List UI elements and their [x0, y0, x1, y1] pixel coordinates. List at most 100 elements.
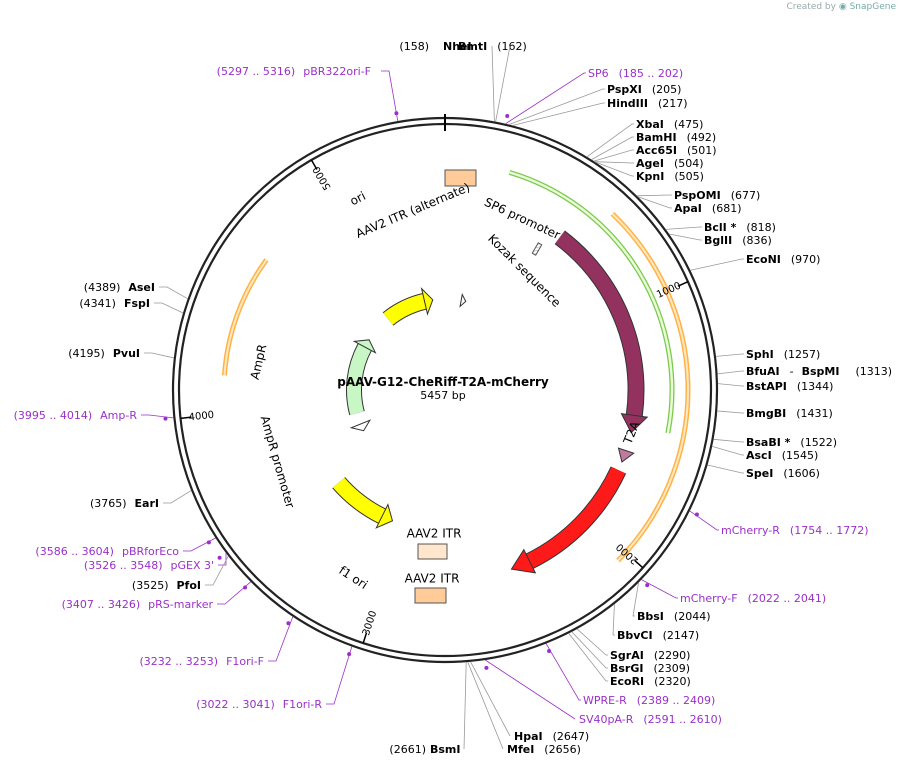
site-label-apai[interactable]: ApaI(681) — [637, 196, 742, 215]
site-label-fspi[interactable]: FspI(4341) — [79, 297, 184, 314]
site-label-prs-marker[interactable]: pRS-marker(3407 .. 3426) — [62, 581, 252, 611]
credit-prefix: Created by — [786, 2, 836, 12]
site-name: pGEX 3' — [170, 559, 214, 572]
site-name: AseI — [128, 281, 155, 294]
site-label-pfoi[interactable]: PfoI(3525) — [132, 555, 229, 592]
site-label-bfuai[interactable]: BfuAI-BspMI(1313) — [717, 365, 893, 378]
site-label-bamhi[interactable]: BamHI(492) — [591, 131, 717, 160]
site-pos: (2320) — [654, 675, 691, 688]
site-pos: (3995 .. 4014) — [14, 409, 93, 422]
primer-mark — [394, 111, 399, 116]
site-label-mcherry-f[interactable]: mCherry-F(2022 .. 2041) — [641, 579, 827, 605]
site-name: BglII — [704, 234, 732, 247]
site-label-acc65i[interactable]: Acc65I(501) — [593, 144, 717, 162]
site-label-pspxi[interactable]: PspXI(205) — [508, 83, 682, 125]
site-label-pbrforeco[interactable]: pBRforEco(3586 .. 3604) — [35, 537, 216, 558]
site-label-hpai[interactable]: HpaI(2647) — [470, 661, 590, 743]
leader-line — [576, 628, 608, 656]
site-label-bmti[interactable]: BmtI(162) — [458, 40, 527, 122]
site-label-pspomi[interactable]: PspOMI(677) — [636, 189, 760, 202]
primer-mark — [505, 113, 510, 118]
site-label-nhei[interactable]: (158)NheI — [399, 40, 495, 122]
site-label-f1ori-r[interactable]: F1ori-R(3022 .. 3041) — [196, 646, 353, 711]
leader-line — [470, 661, 511, 737]
site-label-sv40pa-r[interactable]: SV40pA-R(2591 .. 2610) — [484, 659, 722, 726]
site-label-asci[interactable]: AscI (1545) — [711, 446, 819, 462]
site-label-wpre-r[interactable]: WPRE-R(2389 .. 2409) — [545, 643, 715, 707]
leader-line — [154, 302, 184, 314]
f1ori-label: f1 ori — [336, 563, 370, 592]
site-label-asei[interactable]: AseI(4389) — [84, 281, 188, 300]
site-name: MfeI — [507, 743, 534, 756]
site-name: HindIII — [607, 97, 648, 110]
leader-line — [381, 70, 399, 122]
site-label-amp-r[interactable]: Amp-R (3995 .. 4014) — [14, 409, 174, 422]
cheriff-head — [620, 413, 649, 434]
site-pos: (3526 .. 3548) — [84, 559, 163, 572]
site-label-ecori[interactable]: EcoRI(2320) — [568, 633, 691, 688]
site-pos: (1257) — [784, 348, 821, 361]
ampr-label: AmpR — [248, 343, 270, 381]
site-name: EcoNI — [746, 253, 781, 266]
leader-line — [593, 149, 634, 162]
site-name: BstAPI — [746, 380, 787, 393]
leader-line — [636, 194, 672, 197]
tick-label: 5000 — [311, 164, 333, 192]
leader-line — [690, 258, 744, 271]
leader-line — [505, 72, 586, 125]
mcherry-head — [510, 548, 537, 574]
site-label-sp6[interactable]: SP6(185 .. 202) — [505, 67, 683, 125]
primer-mark — [217, 555, 222, 560]
site-label-pbr322ori-f[interactable]: pBR322ori-F(5297 .. 5316) — [217, 65, 399, 122]
leader-line — [508, 88, 605, 125]
site-label-bsmi[interactable]: (2661)BsmI — [389, 662, 467, 756]
site-label-xbai[interactable]: XbaI(475) — [586, 118, 703, 158]
primer-mark — [484, 665, 489, 670]
site-pos: (681) — [712, 202, 742, 215]
site-label-bstapi[interactable]: BstAPI (1344) — [717, 380, 834, 393]
site-label-bmgbi[interactable]: BmgBI(1431) — [717, 407, 833, 420]
site-pos: (1313) — [855, 365, 892, 378]
site-pos: (1431) — [796, 407, 833, 420]
site-label-eari[interactable]: EarI(3765) — [90, 490, 192, 510]
site-label-sgrai[interactable]: SgrAI(2290) — [576, 628, 690, 662]
site-pos: (2022 .. 2041) — [748, 592, 827, 605]
primer-mark — [286, 621, 291, 626]
site-label-mcherry-r[interactable]: mCherry-R(1754 .. 1772) — [689, 510, 869, 537]
site-pos: (1754 .. 1772) — [790, 524, 869, 537]
site-name: F1ori-R — [283, 698, 323, 711]
site-name: BbvCI — [617, 629, 653, 642]
site-name: WPRE-R — [583, 694, 627, 707]
tick-mark — [180, 416, 192, 420]
site-label-f1ori-f[interactable]: F1ori-F(3232 .. 3253) — [140, 616, 294, 668]
site-label-bsrgi[interactable]: BsrGI(2309) — [571, 631, 690, 675]
site-label-econi[interactable]: EcoNI(970) — [690, 253, 820, 271]
site-pos: (1545) — [782, 449, 819, 462]
site-label-agei[interactable]: AgeI(504) — [594, 157, 704, 170]
site-pos: (1344) — [797, 380, 834, 393]
site-label-bcli-[interactable]: BclI *(818) — [665, 221, 776, 234]
site-label-pgex-3-[interactable]: pGEX 3' (3526 .. 3548) — [84, 553, 227, 572]
leader-line — [571, 631, 608, 669]
leader-line — [594, 161, 634, 164]
site-label-hindiii[interactable]: HindIII(217) — [512, 97, 688, 126]
site-name: BamHI — [636, 131, 677, 144]
site-label-spei[interactable]: SpeI(1606) — [707, 464, 820, 480]
site-pos: (4341) — [79, 297, 116, 310]
site-label-sphi[interactable]: SphI(1257) — [715, 348, 821, 361]
site-label-bbsi[interactable]: BbsI(2044) — [632, 582, 710, 623]
site-name: AscI — [746, 449, 772, 462]
site-pos: (2591 .. 2610) — [643, 713, 722, 726]
ori-arrow — [383, 294, 427, 326]
site-label-pvui[interactable]: PvuI(4195) — [68, 347, 174, 360]
site-label-kpni[interactable]: KpnI(505) — [594, 161, 704, 183]
site-label-mfei[interactable]: MfeI(2656) — [467, 661, 581, 756]
site-pos: (504) — [674, 157, 704, 170]
site-label-bglii[interactable]: BglII(836) — [668, 233, 772, 247]
sp6-promoter-head — [459, 293, 467, 308]
site-name: Amp-R — [100, 409, 137, 422]
site-pos: (3586 .. 3604) — [35, 545, 114, 558]
site-label-bbvci[interactable]: BbvCI(2147) — [612, 604, 699, 642]
site-label-bsabi-[interactable]: BsaBI *(1522) — [713, 436, 837, 449]
